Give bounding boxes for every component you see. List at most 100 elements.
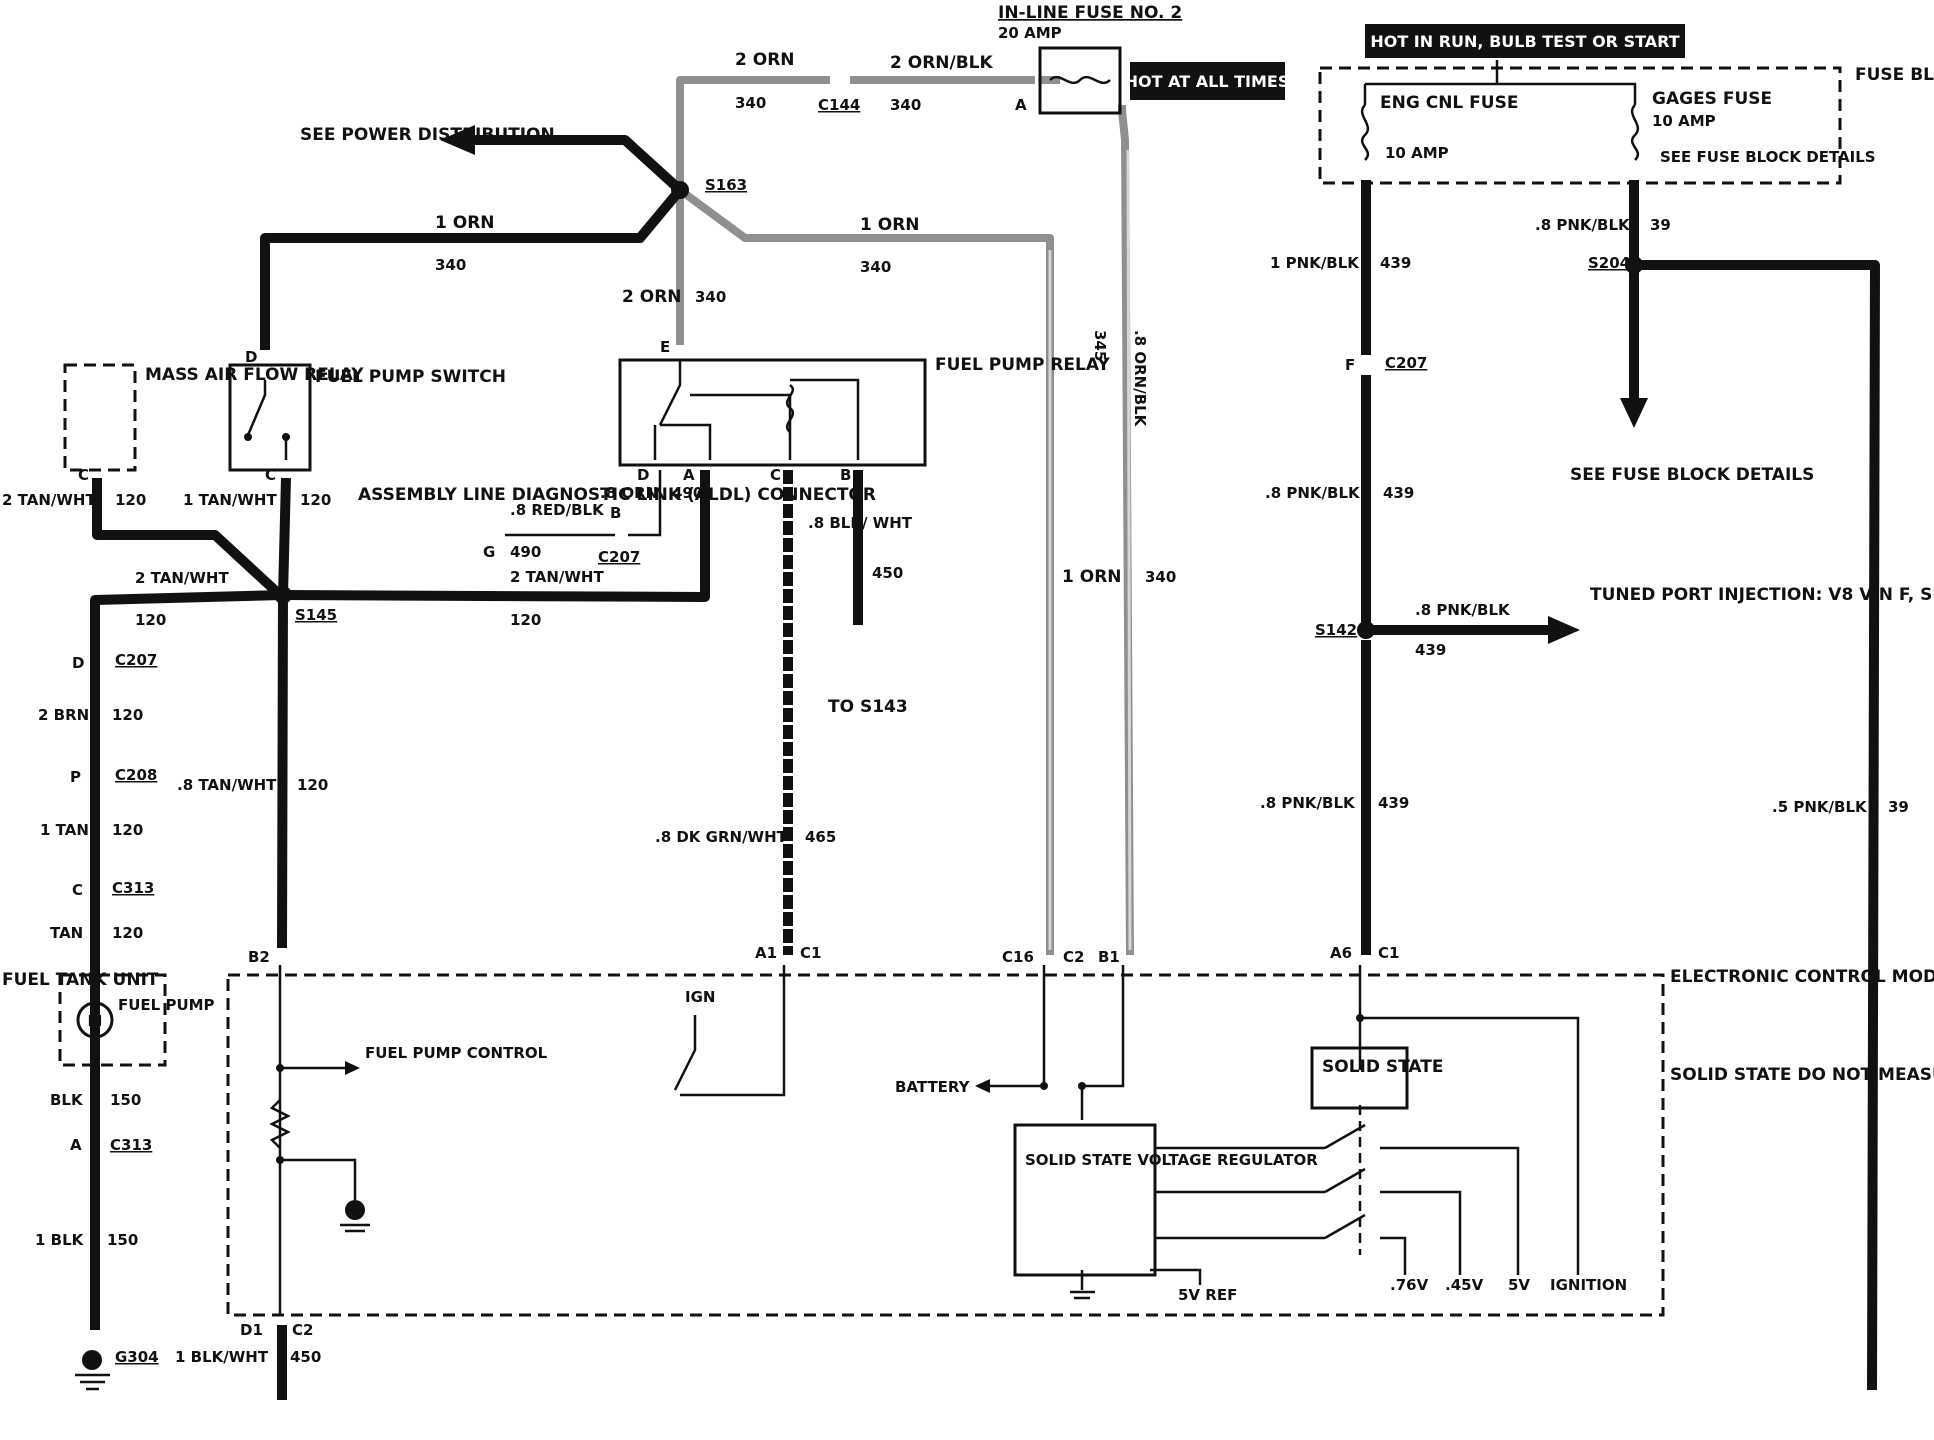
wire-120a: 120	[115, 491, 146, 509]
wire-8ornblk: .8 ORN/BLK	[1131, 330, 1149, 428]
wire-120e: 120	[112, 706, 143, 724]
wire-tan: TAN	[50, 924, 83, 942]
see-power-label: SEE POWER DISTRIBUTION	[300, 125, 555, 145]
hot-run-banner	[1365, 24, 1685, 58]
wire-8dkgrnwht: .8 DK GRN/WHT	[655, 828, 788, 846]
pin-a-relay: A	[683, 466, 695, 484]
fuel-pump-switch-box	[228, 363, 312, 472]
pin-g-aldl: G	[483, 543, 495, 561]
wire-2orn-down: 2 ORN	[622, 287, 682, 307]
splice-s204-label: S204	[1588, 254, 1630, 272]
wire-2tanwht-mid: 2 TAN/WHT	[510, 568, 604, 586]
wire-490b: 490	[672, 484, 703, 502]
wire-150b: 150	[107, 1231, 138, 1249]
fuel-pump-relay-box	[618, 358, 927, 467]
solid-state-label: SOLID STATE	[1322, 1057, 1443, 1077]
wire-345: 345	[1091, 330, 1109, 361]
component-boxes	[58, 46, 1842, 1317]
fuel-tank-unit-box	[58, 973, 167, 1067]
wire-120c: 120	[510, 611, 541, 629]
fuel-tank-unit-label: FUEL TANK UNIT	[2, 970, 159, 990]
wire-2tanwht-right: 2 TAN/WHT	[135, 569, 229, 587]
pin-c2-bottom: C2	[292, 1321, 313, 1339]
wire-39b: 39	[1888, 798, 1909, 816]
hot-always-text: HOT AT ALL TIMES	[1125, 72, 1290, 91]
pin-c-c313: C	[72, 881, 83, 899]
splice-s163	[671, 181, 689, 199]
ecm-note-label: SOLID STATE DO NOT MEASURE RESISTANCE	[1670, 1065, 1934, 1085]
ecm-label: ELECTRONIC CONTROL MODULE (ECM)	[1670, 967, 1934, 987]
wire-2orn: 2 ORN	[735, 50, 795, 70]
wire-450a: 450	[872, 564, 903, 582]
fuel-pump-switch-label: FUEL PUMP SWITCH	[315, 367, 506, 387]
maf-relay-box	[63, 363, 137, 472]
wire-8pnkblk-b: .8 PNK/BLK	[1415, 601, 1511, 619]
pin-b-relay: B	[840, 466, 851, 484]
splice-s204	[1625, 256, 1643, 274]
wire-2ornblk: 2 ORN/BLK	[890, 53, 994, 73]
ref-5v-label: 5V REF	[1178, 1286, 1237, 1304]
wire-439b: 439	[1383, 484, 1414, 502]
wire-8pnkblk-top: .8 PNK/BLK	[1535, 216, 1631, 234]
solid-state-box	[1310, 1046, 1409, 1110]
fuel-pump-relay-label: FUEL PUMP RELAY	[935, 355, 1110, 375]
connector-c207-aldl: C207	[598, 548, 640, 566]
gages-fuse-label: GAGES FUSE	[1652, 89, 1772, 109]
connector-c313-a: C313	[112, 879, 154, 897]
voltage-regulator-box	[1013, 1123, 1157, 1277]
pin-b1: B1	[1098, 948, 1120, 966]
splice-s142-label: S142	[1315, 621, 1357, 639]
connector-c313-b: C313	[110, 1136, 152, 1154]
wire-450b: 450	[290, 1348, 321, 1366]
aldl-label: ASSEMBLY LINE DIAGNOSTIC LINK (ALDL) CON…	[358, 485, 876, 505]
ecm-ground-icon	[345, 1200, 365, 1220]
wire-120g: 120	[112, 924, 143, 942]
inline-fuse-box	[1038, 46, 1122, 115]
pin-e-relay: E	[660, 338, 670, 356]
wire-8orn: .8 ORN	[600, 484, 658, 502]
motor-label: M	[88, 1012, 103, 1030]
connector-c207-right: C207	[1385, 354, 1427, 372]
connector-c208: C208	[115, 766, 157, 784]
fuse-block-box	[1318, 66, 1842, 185]
pin-c16: C16	[1002, 948, 1034, 966]
pin-c2: C2	[1063, 948, 1084, 966]
inline-fuse-amp: 20 AMP	[998, 24, 1062, 42]
pin-a-c313: A	[70, 1136, 82, 1154]
pin-d-c207: D	[72, 654, 84, 672]
wire-340a: 340	[735, 94, 766, 112]
tuned-port-label: TUNED PORT INJECTION: V8 VIN F, SPARK CO…	[1590, 585, 1934, 605]
wire-1orn-left: 1 ORN	[435, 213, 495, 233]
hot-always-banner	[1130, 62, 1285, 100]
v5-label: 5V	[1508, 1276, 1530, 1294]
ignition-label: IGNITION	[1550, 1276, 1627, 1294]
v076-label: .76V	[1390, 1276, 1429, 1294]
wire-1orn-right: 1 ORN	[860, 215, 920, 235]
wire-1orn-vert: 1 ORN	[1062, 567, 1122, 587]
wire-439c: 439	[1415, 641, 1446, 659]
pin-d-switch: D	[245, 348, 257, 366]
wire-1blkwht: 1 BLK/WHT	[175, 1348, 269, 1366]
pin-a1: A1	[755, 944, 777, 962]
battery-label: BATTERY	[895, 1078, 971, 1096]
pin-c-switch: C	[265, 466, 276, 484]
pin-d1: D1	[240, 1321, 263, 1339]
pin-a6: A6	[1330, 944, 1352, 962]
splice-s145	[274, 586, 292, 604]
pin-f: F	[1345, 356, 1355, 374]
wire-340c: 340	[435, 256, 466, 274]
power-distribution-arrow	[440, 125, 475, 155]
maf-relay-label: MASS AIR FLOW RELAY	[145, 365, 364, 385]
wire-1pnkblk: 1 PNK/BLK	[1270, 254, 1360, 272]
g304-ground-icon	[82, 1350, 102, 1370]
wire-150a: 150	[110, 1091, 141, 1109]
pin-b2: B2	[248, 948, 270, 966]
voltage-regulator-label: SOLID STATE VOLTAGE REGULATOR	[1025, 1151, 1318, 1169]
wire-2tanwht-left: 2 TAN/WHT	[2, 491, 96, 509]
connector-c144: C144	[818, 96, 860, 114]
wire-120h: 120	[297, 776, 328, 794]
pin-c1-a: C1	[800, 944, 821, 962]
pin-c-relay: C	[770, 466, 781, 484]
black-wires	[90, 125, 1880, 1400]
splice-s142	[1357, 621, 1375, 639]
